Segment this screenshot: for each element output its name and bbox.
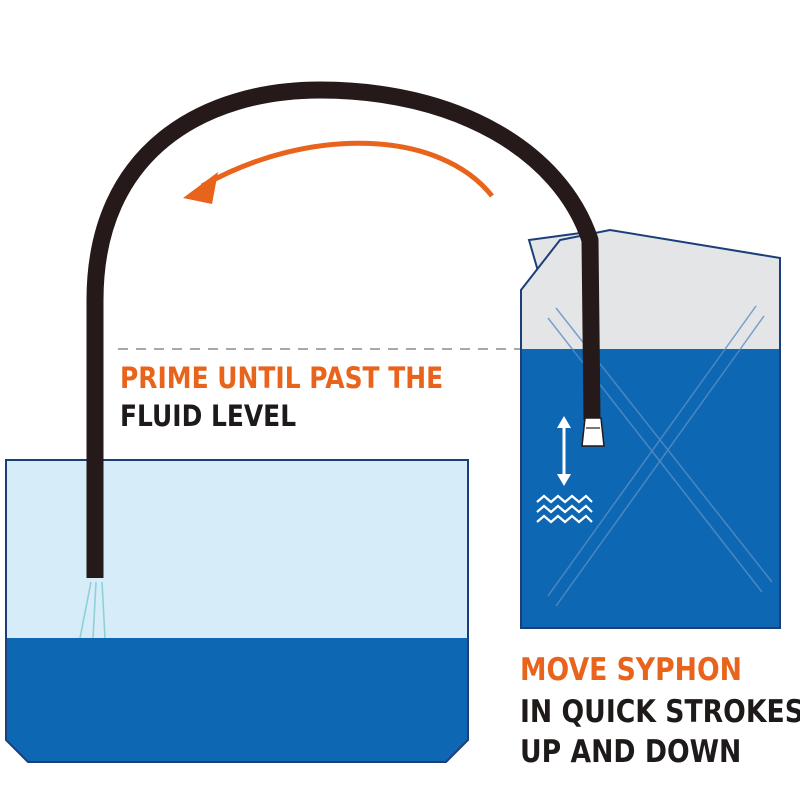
- prime-instruction-highlight: PRIME UNTIL PAST THE: [120, 361, 444, 395]
- move-instruction-line2: IN QUICK STROKES: [520, 694, 800, 730]
- move-instruction-highlight: MOVE SYPHON: [520, 652, 742, 688]
- up-down-arrow-icon: [557, 416, 571, 486]
- container-fluid: [6, 638, 468, 762]
- destination-container: [5, 459, 469, 763]
- syphon-hose: [86, 81, 601, 578]
- move-instruction-line3: UP AND DOWN: [520, 734, 742, 770]
- hose-nozzle: [581, 417, 605, 447]
- prime-instruction-text: FLUID LEVEL: [120, 399, 297, 433]
- flow-direction-arrow: [183, 140, 494, 204]
- jerry-can-fluid: [521, 349, 780, 628]
- waves-icon: [536, 494, 593, 524]
- jerry-can-outline: [520, 228, 781, 629]
- outflow-stream: [79, 581, 106, 639]
- container-outline: [5, 459, 469, 763]
- jerry-can: [520, 228, 781, 629]
